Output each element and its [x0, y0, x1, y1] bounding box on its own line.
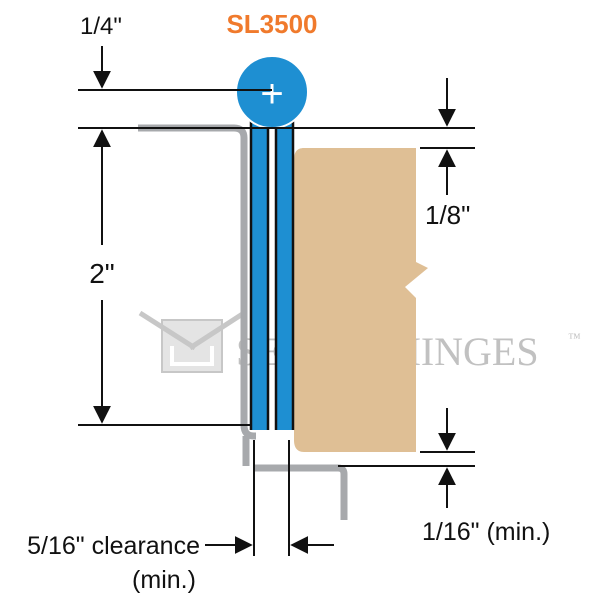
label-clearance: 5/16" clearance — [27, 532, 200, 560]
door-channel-profile — [254, 464, 348, 520]
label-clearance-min: (min.) — [132, 566, 196, 594]
frame-profile — [138, 124, 258, 440]
pivot-plus-icon: + — [260, 72, 283, 116]
door-panel — [294, 148, 428, 452]
watermark-logo-wing-right — [188, 310, 246, 351]
watermark-logo-emblem — [170, 346, 214, 366]
hinge-leaf-door — [276, 120, 293, 430]
label-door-top-gap: 1/8" — [425, 200, 470, 230]
label-bottom-gap: 1/16" (min.) — [422, 518, 550, 546]
watermark-logo-wing-left — [138, 310, 197, 351]
label-height: 2" — [89, 258, 115, 289]
diagram-title: SL3500 — [226, 9, 317, 39]
label-top-offset: 1/4" — [80, 13, 122, 40]
hinge-leaf-frame — [251, 120, 268, 430]
watermark-trademark: ™ — [568, 330, 581, 345]
